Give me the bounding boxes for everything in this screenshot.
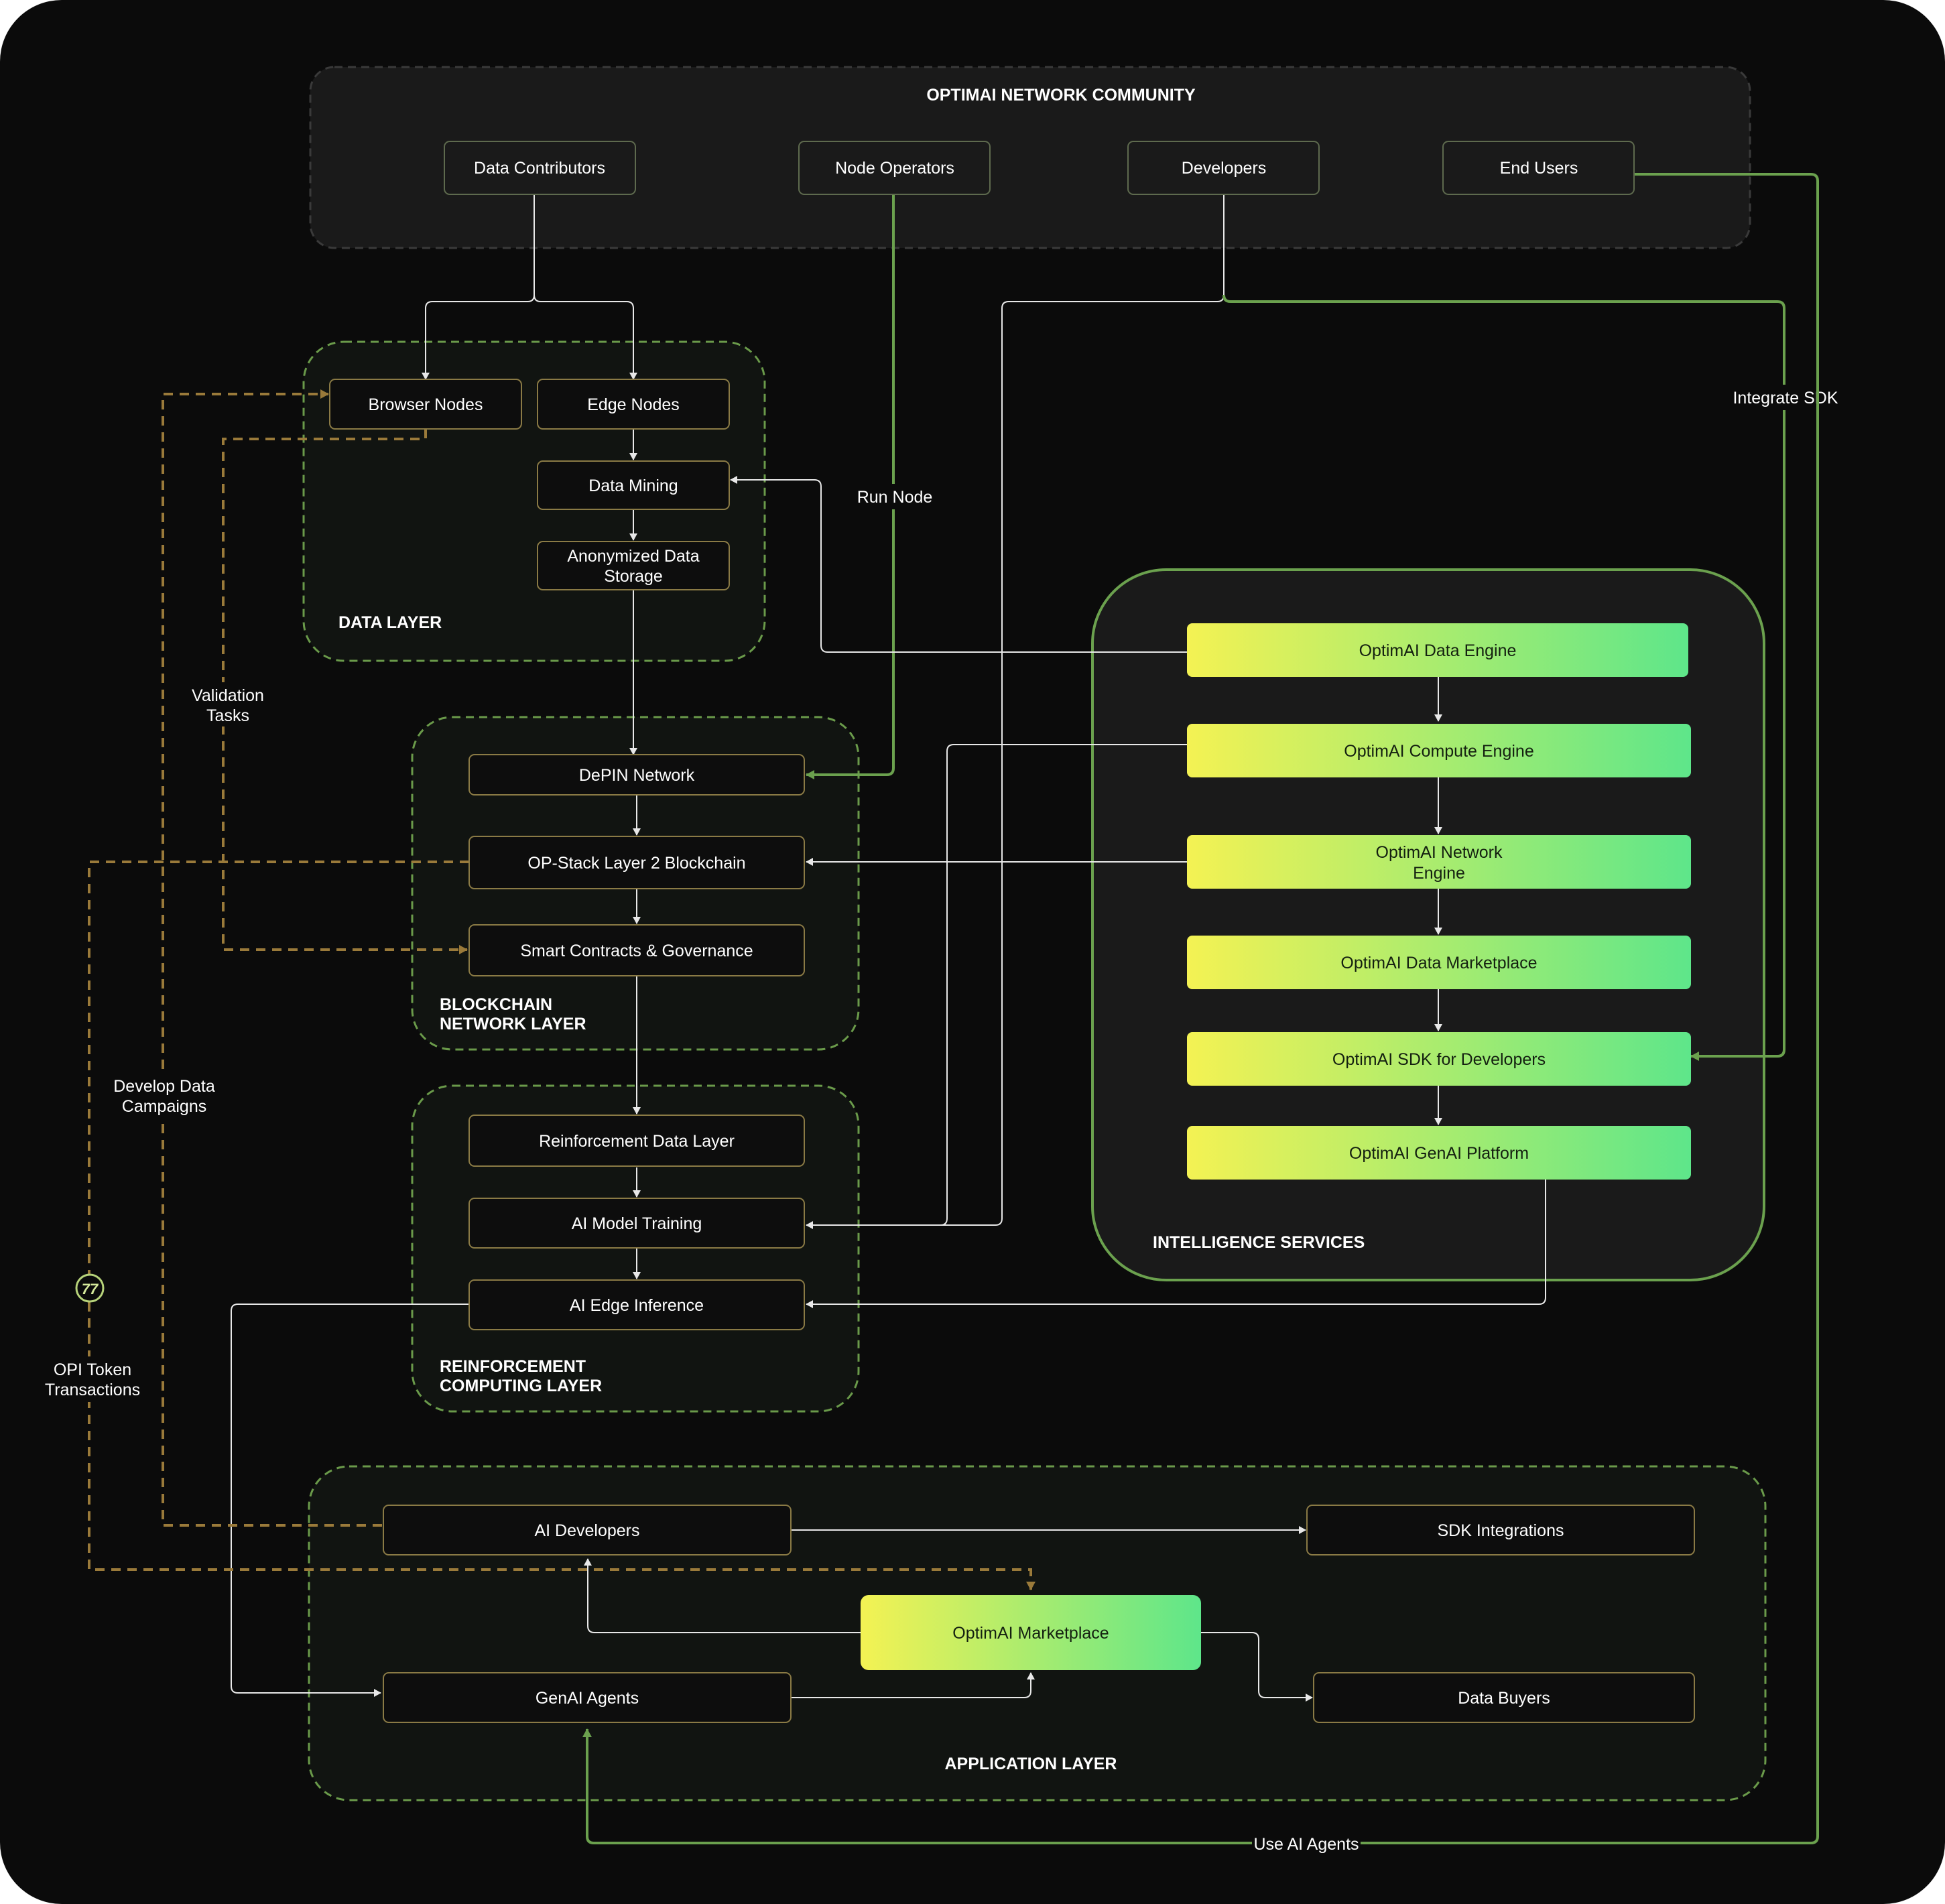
develop-campaigns-label-bg [109,1072,217,1118]
data-contributors-node[interactable]: Data Contributors [444,141,636,195]
svg-text:OptimAI Network: OptimAI Network [1376,843,1503,862]
svg-text:DePIN Network: DePIN Network [579,766,695,785]
data-buyers-node[interactable]: Data Buyers [1313,1672,1695,1723]
svg-text:Storage: Storage [604,567,663,586]
run-node-label-bg [851,484,936,509]
end-users-node[interactable]: End Users [1442,141,1635,195]
reinforcement-data-layer-node[interactable]: Reinforcement Data Layer [468,1115,805,1167]
developers-node[interactable]: Developers [1127,141,1320,195]
svg-text:AI Developers: AI Developers [534,1521,639,1540]
svg-text:Developers: Developers [1182,159,1266,178]
connector-marketplace-to-ai-developers [584,1558,861,1633]
use-ai-agents-label: Use AI Agents [1253,1835,1359,1854]
connector-run-node [806,194,895,779]
connector-genai-platform-to-inference [806,1180,1546,1308]
svg-text:OptimAI GenAI Platform: OptimAI GenAI Platform [1349,1144,1529,1163]
svg-text:77: 77 [82,1281,99,1297]
depin-network-node[interactable]: DePIN Network [468,754,805,796]
svg-text:OptimAI SDK for Developers: OptimAI SDK for Developers [1332,1050,1546,1069]
svg-text:Browser Nodes: Browser Nodes [369,395,483,414]
intelligence-services-label: INTELLIGENCE SERVICES [1153,1233,1365,1252]
genai-platform-node[interactable]: OptimAI GenAI Platform [1187,1126,1691,1180]
connector-integrate-sdk [1222,294,1785,1061]
community-panel [309,66,1751,249]
connector-genai-agents-to-marketplace [791,1672,1035,1698]
svg-text:AI Edge Inference: AI Edge Inference [570,1296,704,1315]
connector-use-ai-agents [582,173,1819,1844]
node-operators-node[interactable]: Node Operators [798,141,991,195]
ai-developers-node[interactable]: AI Developers [383,1505,792,1556]
connector-contributors-to-edge [534,294,637,380]
integrate-sdk-label-bg [1732,385,1839,410]
opi-token-label-2: Transactions [45,1381,140,1399]
connector-inference-to-genai-agents [231,1304,469,1697]
smart-contracts-node[interactable]: Smart Contracts & Governance [468,924,805,976]
validation-tasks-label-2: Tasks [206,706,249,725]
sdk-integrations-node[interactable]: SDK Integrations [1306,1505,1695,1556]
connector-developers-to-training [806,194,1225,1229]
opi-token-label: OPI Token [54,1360,131,1379]
connector-data-engine-to-mining [730,476,1187,653]
svg-text:Reinforcement Data Layer: Reinforcement Data Layer [539,1132,735,1151]
svg-text:Node Operators: Node Operators [835,159,954,178]
browser-nodes-node[interactable]: Browser Nodes [329,379,522,430]
reinforcement-layer-label: REINFORCEMENT [440,1357,586,1376]
edge-nodes-node[interactable]: Edge Nodes [537,379,730,430]
data-marketplace-engine-node[interactable]: OptimAI Data Marketplace [1187,936,1691,989]
validation-tasks-label-bg [185,682,271,726]
reinforcement-layer-label-2: COMPUTING LAYER [440,1377,602,1395]
data-layer-label: DATA LAYER [338,613,442,632]
svg-text:Engine: Engine [1413,864,1465,883]
svg-text:OptimAI Marketplace: OptimAI Marketplace [952,1624,1109,1643]
connector-marketplace-to-data-buyers [1201,1632,1313,1702]
svg-text:OptimAI Data Marketplace: OptimAI Data Marketplace [1340,954,1537,972]
genai-agents-node[interactable]: GenAI Agents [383,1672,792,1723]
svg-text:Data Buyers: Data Buyers [1458,1689,1550,1708]
svg-text:SDK Integrations: SDK Integrations [1438,1521,1564,1540]
develop-campaigns-label: Develop Data [113,1077,215,1096]
compute-engine-node[interactable]: OptimAI Compute Engine [1187,724,1691,777]
ai-model-training-node[interactable]: AI Model Training [468,1198,805,1249]
connector-develop-campaigns [162,389,382,1527]
data-mining-node[interactable]: Data Mining [537,460,730,510]
svg-text:Data Mining: Data Mining [588,477,678,495]
connector-opi-token [88,861,1036,1590]
validation-tasks-label: Validation [192,686,264,705]
integrate-sdk-label: Integrate SDK [1733,389,1838,407]
sdk-for-developers-node[interactable]: OptimAI SDK for Developers [1187,1032,1691,1086]
svg-text:AI Model Training: AI Model Training [572,1214,702,1233]
svg-text:Data Contributors: Data Contributors [474,159,605,178]
ai-edge-inference-node[interactable]: AI Edge Inference [468,1279,805,1330]
application-layer-label: APPLICATION LAYER [945,1755,1117,1773]
op-stack-node[interactable]: OP-Stack Layer 2 Blockchain [468,836,805,889]
svg-text:End Users: End Users [1500,159,1578,178]
use-ai-agents-label-bg [1252,1832,1361,1854]
blockchain-layer-label-2: NETWORK LAYER [440,1015,586,1033]
svg-text:Edge Nodes: Edge Nodes [587,395,680,414]
data-engine-node[interactable]: OptimAI Data Engine [1187,623,1688,677]
blockchain-layer-label: BLOCKCHAIN [440,995,552,1014]
opi-token-label-bg [42,1356,143,1402]
run-node-label: Run Node [857,488,933,507]
connector-contributors-to-browser [422,194,535,380]
svg-text:OptimAI Data Engine: OptimAI Data Engine [1359,641,1517,660]
connector-validation-tasks [222,429,468,954]
optimai-marketplace-node[interactable]: OptimAI Marketplace [861,1595,1201,1670]
svg-text:OP-Stack Layer 2 Blockchain: OP-Stack Layer 2 Blockchain [527,854,745,873]
svg-text:OptimAI Compute Engine: OptimAI Compute Engine [1344,742,1533,761]
anonymized-data-storage-node[interactable]: Anonymized Data Storage [537,541,730,590]
community-title: OPTIMAI NETWORK COMMUNITY [926,86,1196,105]
optimai-token-icon: 77 [75,1273,105,1303]
connector-compute-engine-to-training [940,744,1187,1226]
svg-text:GenAI Agents: GenAI Agents [536,1689,639,1708]
svg-text:Smart Contracts & Governance: Smart Contracts & Governance [520,942,753,960]
develop-campaigns-label-2: Campaigns [122,1097,206,1116]
svg-text:Anonymized Data: Anonymized Data [567,547,699,566]
network-engine-node[interactable]: OptimAI Network Engine [1187,835,1691,889]
